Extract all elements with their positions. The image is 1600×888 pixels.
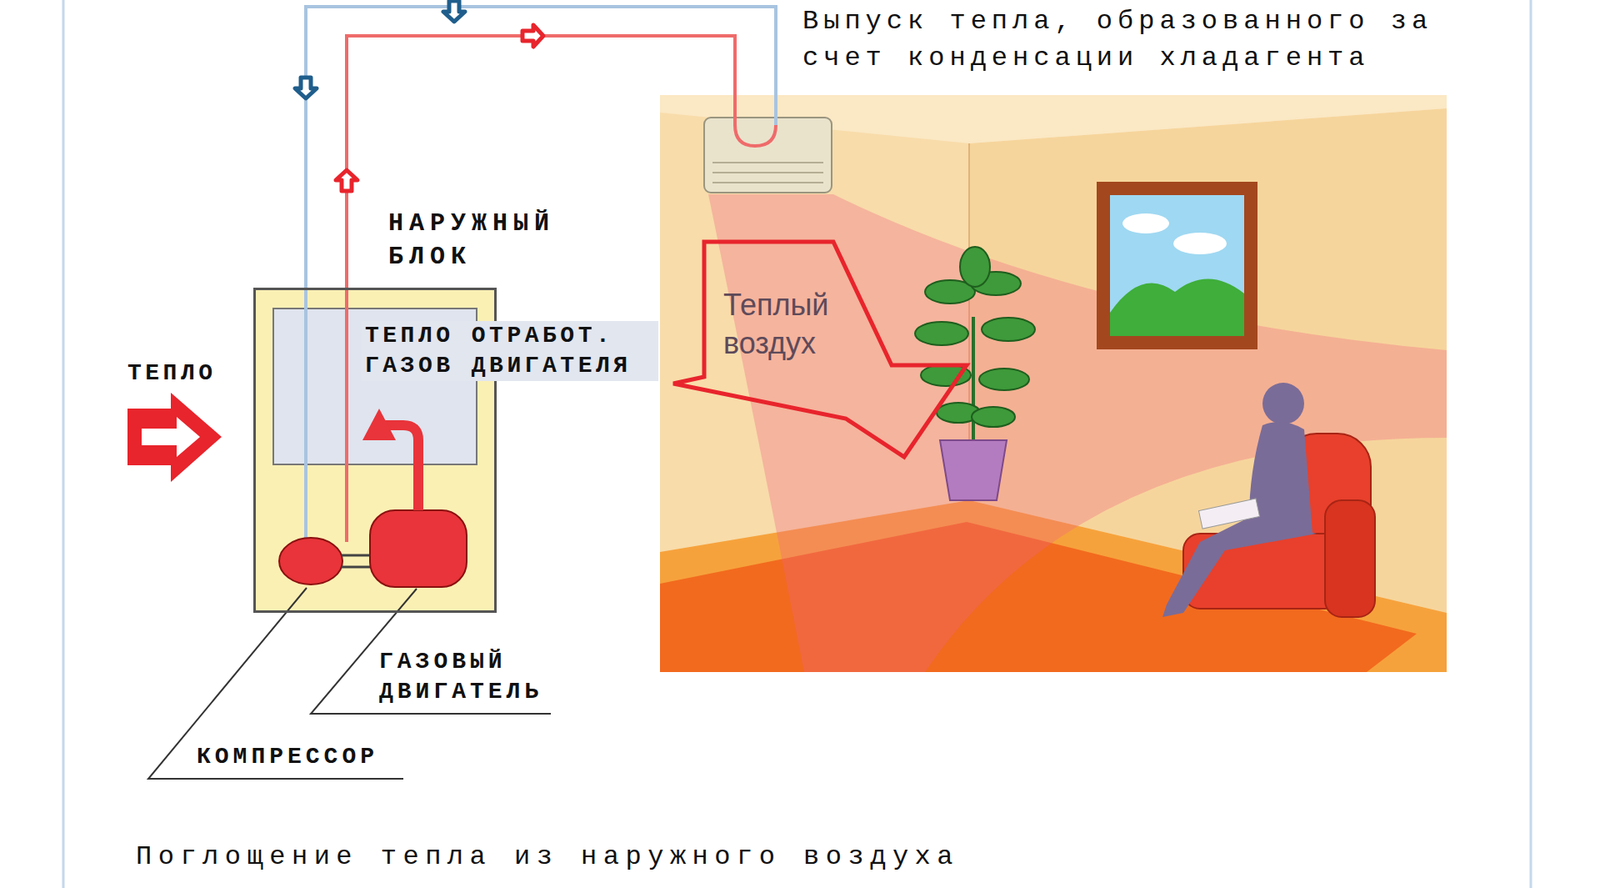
compressor [279, 537, 343, 585]
potted-plant [979, 368, 1030, 390]
indoor-unit [712, 181, 824, 184]
indoor-unit [712, 161, 824, 164]
flow-arrow-icon [443, 0, 465, 22]
warm-air-stream [708, 194, 1447, 672]
compressor [279, 537, 343, 585]
frame-line [63, 0, 1531, 888]
frame-line [62, 0, 65, 888]
indoor-unit [704, 117, 832, 193]
flow-arrow-icon [522, 25, 544, 47]
seated-person [1262, 382, 1305, 425]
potted-plant [971, 316, 975, 446]
caption: Поглощение тепла из наружного воздуха [135, 838, 960, 875]
heat-input-arrow [127, 392, 222, 482]
picture-frame [1173, 232, 1227, 255]
frame-line [1530, 0, 1533, 888]
potted-plant [915, 321, 969, 345]
picture-frame [1096, 181, 1258, 350]
room [660, 95, 1447, 672]
indoor-unit [704, 117, 832, 193]
potted-plant [981, 317, 1035, 341]
indoor-unit [712, 171, 824, 174]
exhaust-heat-arrow [362, 408, 396, 440]
room [660, 95, 1447, 672]
shaft [341, 555, 372, 567]
note-text: Выпуск тепла, образованного за счет конд… [802, 3, 1461, 77]
warm-air-arrow [673, 241, 967, 457]
gas-engine [370, 510, 467, 587]
potted-plant [940, 440, 1007, 500]
picture-frame [1096, 181, 1258, 350]
flow-arrow-icon [295, 77, 317, 99]
exhaust-heat-arrow [362, 408, 419, 510]
exhaust-label: ТЕПЛО ОТРАБОТ. ГАЗОВ ДВИГАТЕЛЯ [361, 320, 659, 381]
unit-heading: НАРУЖНЫЙ БЛОК [388, 206, 582, 274]
air-label: Теплый воздух [723, 285, 867, 363]
leader-line [148, 587, 404, 779]
heat-label: ТЕПЛО [127, 358, 217, 389]
flow-arrow-icon [335, 170, 358, 191]
warm-air-stream [708, 194, 1447, 672]
gas-engine [370, 510, 467, 587]
armchair [1325, 500, 1375, 617]
shaft [341, 565, 372, 569]
potted-plant [971, 406, 1015, 427]
shaft [341, 554, 372, 557]
potted-plant [915, 246, 1035, 500]
potted-plant [960, 246, 990, 287]
refrigerant-pipe [735, 125, 776, 146]
compressor-label: КОМПРЕССОР [196, 741, 379, 772]
heat-input-arrow [127, 392, 222, 482]
warm-air-arrow [673, 241, 967, 457]
picture-frame [1122, 213, 1170, 234]
picture-frame [1110, 278, 1245, 336]
seated-person [1162, 382, 1317, 617]
seated-person [1198, 498, 1260, 529]
picture-frame [1110, 195, 1245, 336]
seated-person [1162, 516, 1317, 617]
flow-arrow-icon [295, 0, 544, 191]
heat-input-arrow [141, 416, 200, 457]
engine-label: ГАЗОВЫЙ ДВИГАТЕЛЬ [379, 646, 573, 707]
